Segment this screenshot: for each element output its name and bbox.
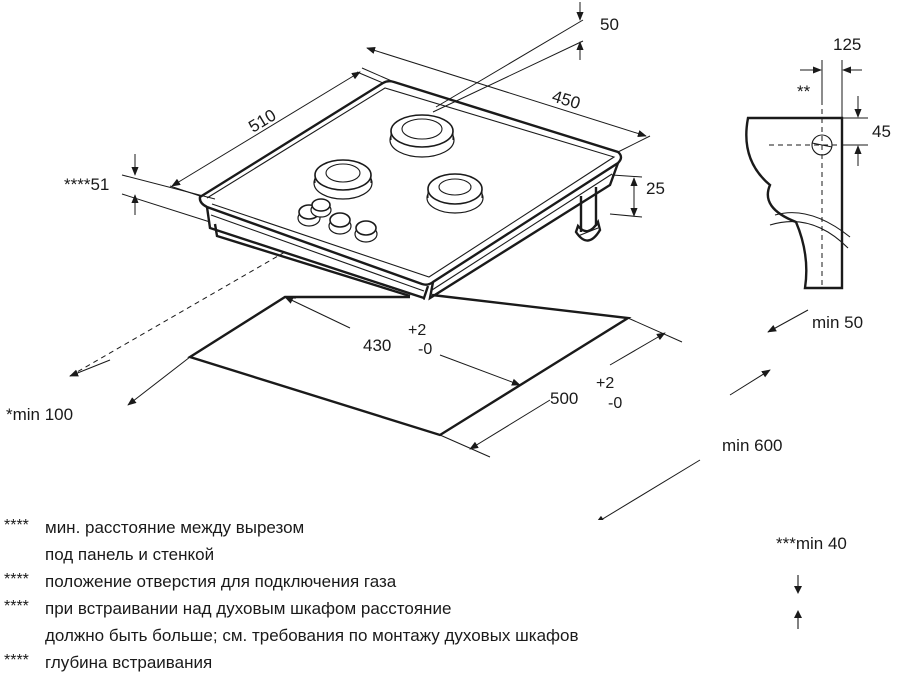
control-knobs xyxy=(297,198,378,243)
note-mark: **** xyxy=(4,517,29,534)
gas-connection-pipe xyxy=(574,187,602,242)
dim-cutout-offset: ****51 xyxy=(64,154,216,223)
dim-cutout-width-label: 430 xyxy=(363,336,391,355)
arrow-down-icon xyxy=(794,575,802,594)
section-outline xyxy=(745,116,844,290)
dim-wall-min: *min 100 xyxy=(6,356,191,424)
dim-top-offset: 50 xyxy=(432,2,619,113)
burner-left xyxy=(313,159,373,200)
cutout xyxy=(69,251,632,437)
section-width-label: 125 xyxy=(833,35,861,54)
dim-counter-min-label: min 600 xyxy=(722,436,782,455)
dim-hob-width-label: 510 xyxy=(245,106,279,137)
note-text: при встраивании над духовым шкафом расст… xyxy=(45,599,452,618)
section-mark-label: ** xyxy=(797,82,811,101)
section-height-label: 45 xyxy=(872,122,891,141)
knob-4 xyxy=(310,198,332,218)
dim-hob-height-label: 25 xyxy=(646,179,665,198)
burner-rear xyxy=(389,114,455,158)
installation-diagram: 510 450 50 ****51 25 430 +2 -0 500 xyxy=(6,2,891,520)
knob-3 xyxy=(354,220,378,243)
hob-front-side xyxy=(205,206,430,300)
dim-cutout-width-tol-minus: -0 xyxy=(418,341,432,358)
note-text: должно быть больше; см. требования по мо… xyxy=(45,626,579,645)
dim-cutout-depth-tol-plus: +2 xyxy=(596,375,614,392)
dim-cutout-depth-tol-minus: -0 xyxy=(608,395,622,412)
hob-right-side xyxy=(428,162,620,301)
gas-hole-icon xyxy=(811,134,833,156)
countertop-section: 125 ** 45 min 50 xyxy=(745,35,891,333)
note-mark: **** xyxy=(4,652,29,669)
dim-cutout-width-tol-plus: +2 xyxy=(408,322,426,339)
dim-cutout-depth: 500 +2 -0 xyxy=(439,317,683,458)
burner-right xyxy=(426,173,484,214)
dim-cutout-depth-label: 500 xyxy=(550,389,578,408)
below-min-label: ***min 40 xyxy=(776,534,847,553)
note-text: под панель и стенкой xyxy=(45,545,215,564)
dim-cutout-width: 430 +2 -0 xyxy=(284,296,521,386)
note-mark: **** xyxy=(4,571,29,588)
dim-hob-height: 25 xyxy=(609,174,665,218)
arrow-up-icon xyxy=(794,610,802,629)
note-text: глубина встраивания xyxy=(45,653,213,672)
dim-wall-min-label: *min 100 xyxy=(6,405,73,424)
note-text: мин. расстояние между вырезом xyxy=(45,518,305,537)
cutout-outline xyxy=(187,293,632,437)
cutout-wall-guide xyxy=(189,296,286,358)
knob-2 xyxy=(328,212,352,235)
dim-cutout-offset-label: ****51 xyxy=(64,175,109,194)
note-text: положение отверстия для подключения газа xyxy=(45,572,397,591)
dim-hob-depth-label: 450 xyxy=(550,87,583,113)
dim-top-offset-label: 50 xyxy=(600,15,619,34)
dim-counter-min: min 600 xyxy=(595,369,782,520)
note-mark: **** xyxy=(4,598,29,615)
footnotes: **** мин. расстояние между вырезом под п… xyxy=(0,510,900,676)
section-bottom-min-label: min 50 xyxy=(812,313,863,332)
